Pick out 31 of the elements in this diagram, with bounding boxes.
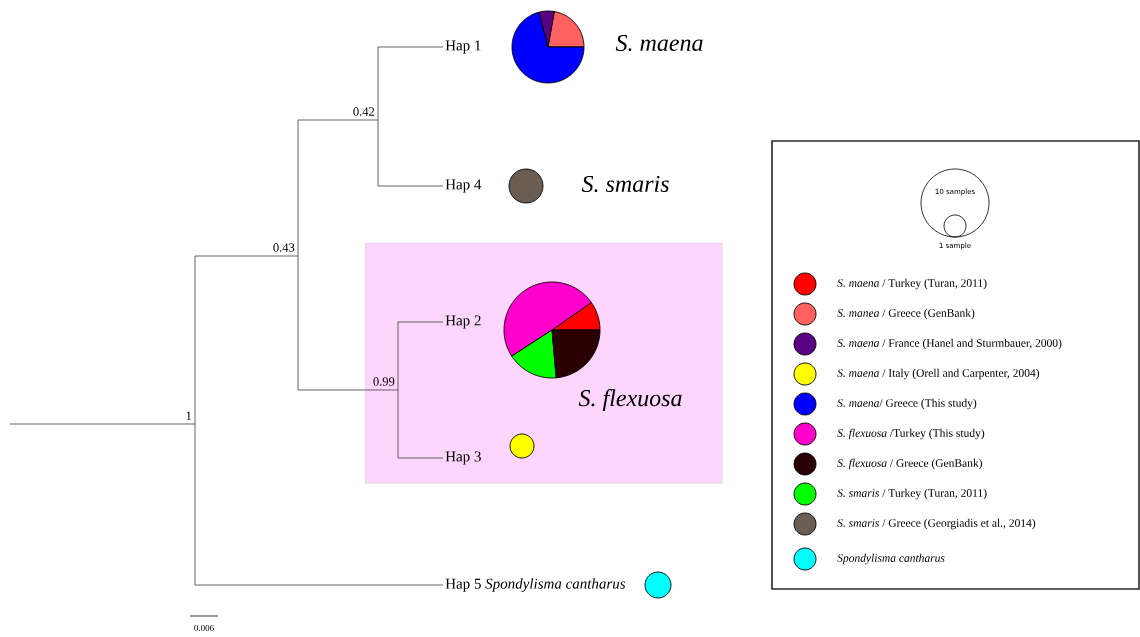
- tree-branch: [9, 423, 196, 425]
- legend-text: S. flexuosa / Greece (GenBank): [837, 458, 982, 470]
- support-value: 0.42: [353, 107, 375, 116]
- tree-branch: [377, 46, 444, 121]
- haplotype-label: Hap 1: [445, 40, 481, 54]
- legend-text: S. maena / Italy (Orell and Carpenter, 2004): [837, 368, 1040, 380]
- support-value: 0.99: [373, 377, 395, 386]
- tree-branch: [297, 255, 399, 391]
- haplotype-label: Hap 5 Spondylisma cantharus: [445, 578, 626, 592]
- support-value: 0.43: [273, 243, 295, 252]
- tree-branch: [397, 321, 444, 391]
- haplotype-label: Hap 3: [445, 451, 481, 465]
- legend-text: S. maena / Turkey (Turan, 2011): [837, 278, 987, 290]
- species-name: S. maena: [615, 34, 703, 52]
- legend-text: Spondylisma cantharus: [837, 553, 945, 565]
- species-name: S. smaris: [581, 175, 669, 193]
- tree-branch: [397, 389, 444, 459]
- legend-text: S. maena/ Greece (This study): [837, 398, 977, 410]
- tree-branch: [194, 255, 299, 425]
- support-value: 1: [186, 411, 192, 420]
- legend-text: S. manea / Greece (GenBank): [837, 308, 975, 320]
- legend-text: S. smaris / Turkey (Turan, 2011): [837, 488, 987, 500]
- tree-branch: [297, 119, 379, 257]
- legend-text: S. flexuosa /Turkey (This study): [837, 428, 985, 440]
- legend-text: S. maena / France (Hanel and Sturmbauer, 2000): [837, 338, 1062, 350]
- tree-branch: [194, 423, 444, 586]
- scale-value: 0.006: [194, 624, 214, 632]
- legend-text: S. smaris / Greece (Georgiadis et al., 2014): [837, 518, 1036, 530]
- haplotype-label: Hap 2: [445, 315, 481, 329]
- haplotype-label: Hap 4: [445, 179, 482, 193]
- tree-branch: [377, 119, 444, 187]
